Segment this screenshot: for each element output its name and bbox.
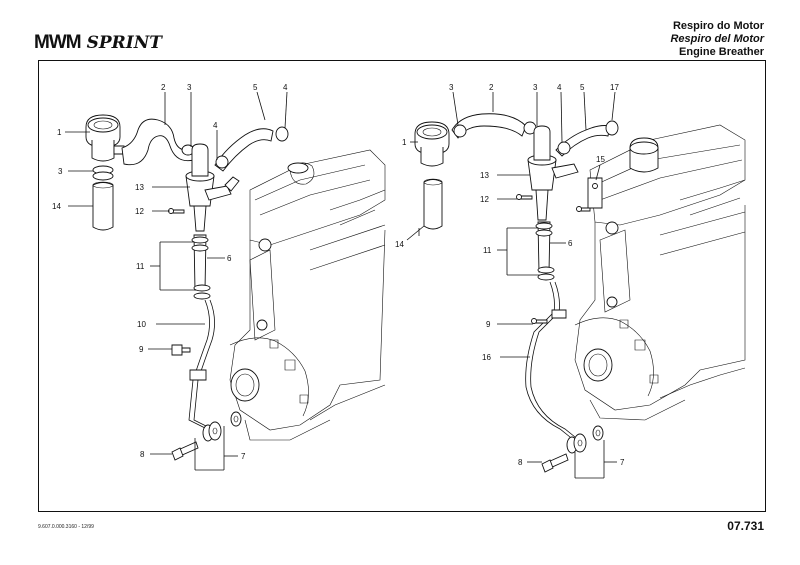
left-callout-9: 9 [139, 345, 144, 354]
right-part-7-sealing-washers [566, 425, 604, 454]
right-callout-1: 1 [402, 138, 407, 147]
right-callout-16: 16 [482, 353, 491, 362]
left-callout-8: 8 [140, 450, 145, 459]
left-part-1-breather-cap [85, 114, 125, 162]
page-title-block: Respiro do Motor Respiro del Motor Engin… [670, 20, 764, 59]
title-english: Engine Breather [679, 46, 764, 58]
left-callout-12: 12 [135, 207, 144, 216]
left-part-5-hose [214, 126, 289, 172]
right-part-2-hose [451, 113, 537, 139]
left-callout-4: 4 [283, 83, 288, 92]
left-callout-1: 1 [57, 128, 62, 137]
brand-logo: MWM SPRINT [34, 32, 162, 53]
left-part-10-tube [188, 299, 215, 429]
right-part-15-bracket [576, 177, 603, 212]
left-callout-labels: 1 2 3 3 4 4 5 6 7 8 9 10 11 12 13 14 [52, 83, 288, 461]
title-spanish: Respiro del Motor [670, 33, 764, 45]
right-callout-3-right: 3 [533, 83, 538, 92]
left-callout-7: 7 [241, 452, 246, 461]
right-callout-13: 13 [480, 171, 489, 180]
right-callout-4: 4 [557, 83, 562, 92]
right-callout-2: 2 [489, 83, 494, 92]
right-callout-9: 9 [486, 320, 491, 329]
right-part-8-banjo-bolt [541, 453, 569, 473]
document-reference: 9.607.0.000.3160 - 12/99 [38, 524, 94, 530]
left-part-9-bolt [171, 344, 191, 356]
right-engine-block [574, 124, 746, 421]
right-part-16-tube [525, 281, 576, 438]
left-part-13-oil-separator [185, 143, 240, 232]
left-callout-10: 10 [137, 320, 146, 329]
right-part-13-oil-separator [527, 125, 579, 221]
left-callout-6: 6 [227, 254, 232, 263]
right-callout-7: 7 [620, 458, 625, 467]
left-part-8-banjo-bolt [171, 441, 199, 461]
left-callout-13: 13 [135, 183, 144, 192]
left-callout-11: 11 [136, 262, 145, 271]
left-part-2-hose [121, 118, 195, 166]
right-part-5-hose [555, 120, 619, 157]
right-callout-17: 17 [610, 83, 619, 92]
right-part-9-screw [531, 318, 548, 324]
model-name: SPRINT [86, 33, 162, 53]
left-callout-14: 14 [52, 202, 61, 211]
right-callout-3-left: 3 [449, 83, 454, 92]
page-number: 07.731 [727, 519, 764, 533]
left-assembly [85, 114, 386, 461]
right-callout-labels: 1 2 3 3 4 5 6 7 8 9 11 12 13 14 15 16 17 [395, 83, 625, 467]
left-callout-5: 5 [253, 83, 258, 92]
left-callout-2: 2 [161, 83, 166, 92]
left-part-14-filter-element [92, 181, 114, 231]
left-engine-block [229, 149, 386, 441]
right-part-11-hose [535, 221, 555, 281]
title-portuguese: Respiro do Motor [672, 20, 764, 32]
left-callout-4-inner: 4 [213, 121, 218, 130]
left-callout-3-top: 3 [187, 83, 192, 92]
right-callout-8: 8 [518, 458, 523, 467]
leader-lines [65, 91, 617, 479]
left-part-12-screw [168, 208, 185, 214]
left-part-7-sealing-washers [202, 411, 242, 442]
right-callout-5: 5 [580, 83, 585, 92]
right-leader-14-diag [406, 225, 425, 241]
right-callout-6: 6 [568, 239, 573, 248]
brand-name: MWM [34, 32, 82, 53]
right-part-14-filter-element [423, 178, 443, 230]
right-callout-11: 11 [483, 246, 492, 255]
left-part-3-clamp [92, 165, 114, 181]
drawing-frame [38, 60, 766, 512]
left-callout-3-side: 3 [58, 167, 63, 176]
right-assembly [414, 113, 746, 473]
left-part-11-hose [191, 234, 211, 300]
right-part-1-breather-cap [414, 121, 450, 167]
right-callout-14: 14 [395, 240, 404, 249]
right-callout-12: 12 [480, 195, 489, 204]
right-callout-15: 15 [596, 155, 605, 164]
right-part-12-screw [516, 194, 533, 200]
